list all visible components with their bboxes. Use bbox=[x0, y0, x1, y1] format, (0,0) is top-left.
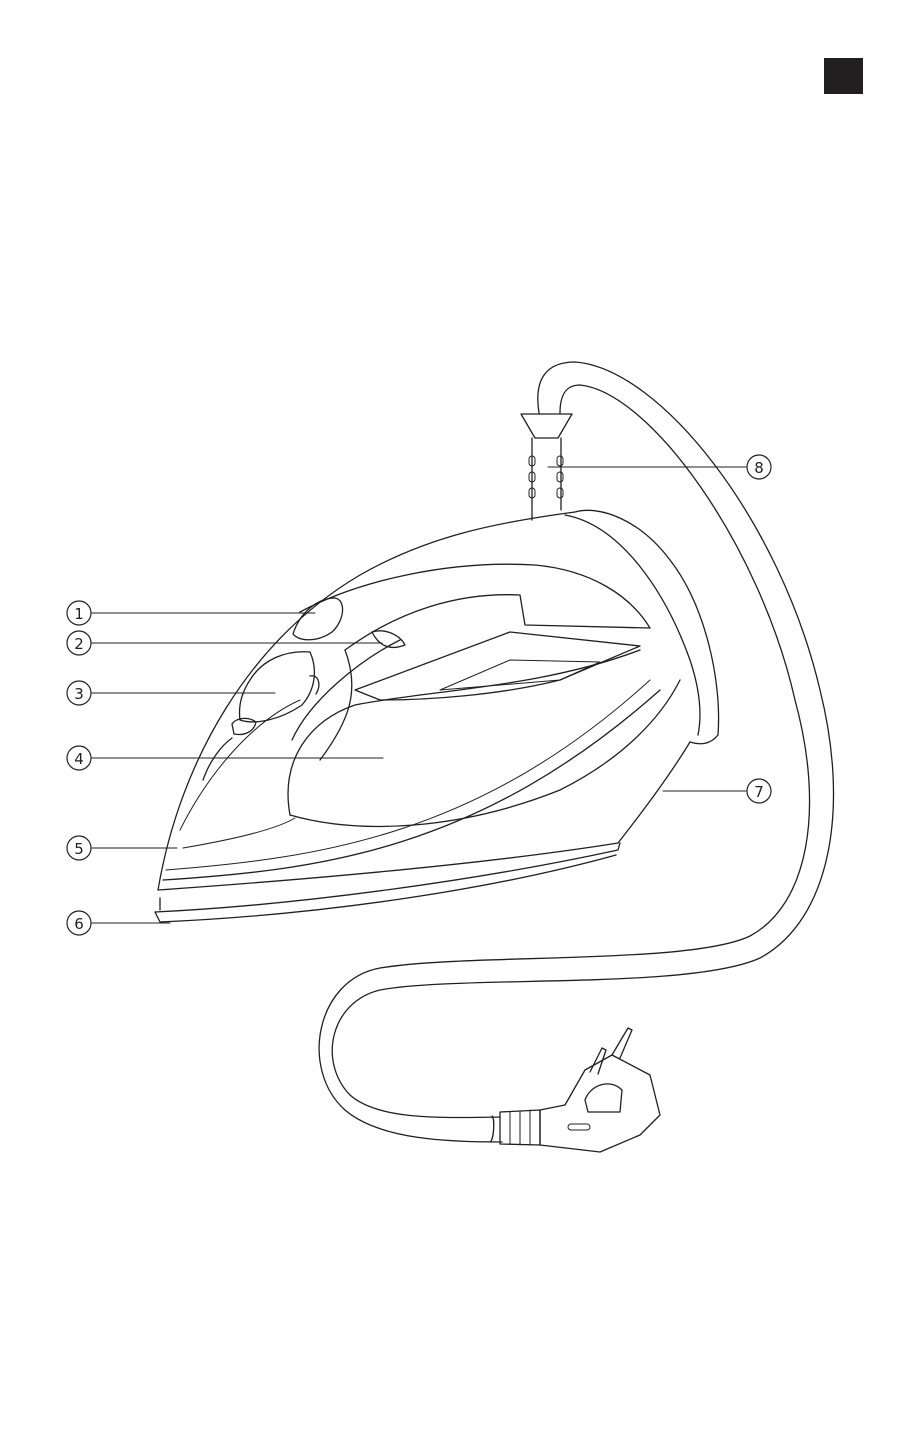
callout-1: 1 bbox=[67, 601, 91, 625]
spray-button bbox=[372, 631, 405, 648]
callout-3: 3 bbox=[67, 681, 91, 705]
spray-nozzle bbox=[203, 738, 232, 780]
callout-number: 1 bbox=[74, 605, 84, 623]
callout-7: 7 bbox=[747, 779, 771, 803]
callout-number: 2 bbox=[74, 635, 84, 653]
callout-number: 5 bbox=[74, 840, 84, 858]
callout-8: 8 bbox=[747, 455, 771, 479]
mains-plug bbox=[490, 1028, 660, 1152]
iron-housing bbox=[158, 510, 719, 910]
callout-number: 8 bbox=[754, 459, 764, 477]
iron-handle bbox=[292, 564, 650, 760]
callout-2: 2 bbox=[67, 631, 91, 655]
callout-number: 4 bbox=[74, 750, 84, 768]
callout-5: 5 bbox=[67, 836, 91, 860]
callout-6: 6 bbox=[67, 911, 91, 935]
soleplate bbox=[155, 843, 620, 922]
callout-number: 6 bbox=[74, 915, 84, 933]
callout-number: 7 bbox=[754, 783, 764, 801]
callout-4: 4 bbox=[67, 746, 91, 770]
callout-number: 3 bbox=[74, 685, 84, 703]
